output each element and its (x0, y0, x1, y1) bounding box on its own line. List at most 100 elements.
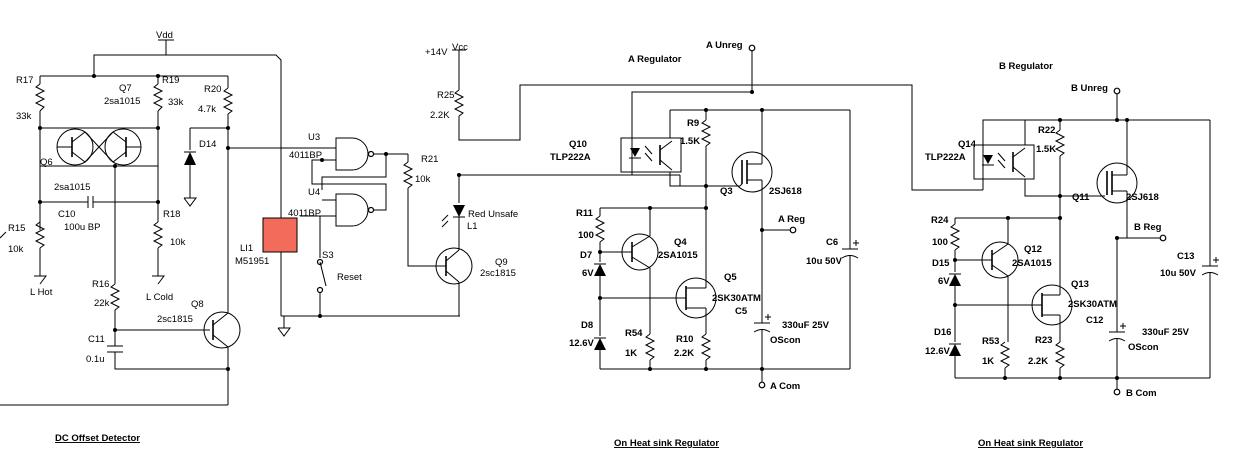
b-com-label: B Com (1126, 388, 1157, 399)
q14-part: TLP222A (925, 152, 966, 163)
b-regulator-title: B Regulator (999, 61, 1053, 72)
c5-type: OScon (770, 335, 801, 346)
d16-value: 12.6V (925, 346, 950, 357)
q8-ref: Q8 (191, 299, 204, 310)
q9-part: 2sc1815 (480, 268, 516, 279)
r16-value: 22k (94, 298, 110, 309)
q5-ref: Q5 (724, 272, 737, 283)
r17-ref: R17 (16, 75, 33, 86)
c12-value: 330uF 25V (1142, 327, 1190, 338)
b-unreg-label: B Unreg (1071, 83, 1108, 94)
u3-part: 4011BP (289, 150, 322, 161)
r11-value: 100 (578, 230, 594, 241)
u3-ref: U3 (308, 132, 320, 143)
dc-offset-caption: DC Offset Detector (55, 433, 140, 444)
r21-value: 10k (415, 174, 431, 185)
a-unreg-label: A Unreg (706, 40, 743, 51)
regulator-a-caption: On Heat sink Regulator (614, 438, 719, 449)
l1-ref: L1 (467, 221, 478, 232)
d7-ref: D7 (580, 250, 592, 261)
q7-part: 2sa1015 (104, 96, 140, 107)
r10-value: 2.2K (674, 348, 694, 359)
d15-ref: D15 (932, 258, 950, 269)
r20-ref: R20 (204, 84, 221, 95)
r18-ref: R18 (163, 209, 180, 220)
r10-ref: R10 (676, 334, 693, 345)
d8-value: 12.6V (569, 338, 594, 349)
c6-value: 10u 50V (806, 256, 843, 267)
d16-ref: D16 (934, 327, 951, 338)
r21-ref: R21 (421, 154, 438, 165)
r15-ref: R15 (8, 223, 25, 234)
q14-ref: Q14 (958, 139, 977, 150)
q11-part: 2SJ618 (1126, 192, 1159, 203)
r24-ref: R24 (931, 215, 949, 226)
r23-ref: R23 (1035, 335, 1052, 346)
r23-value: 2.2K (1028, 356, 1048, 367)
q4-ref: Q4 (674, 237, 687, 248)
li1-part: M51951 (235, 256, 269, 267)
r11-ref: R11 (576, 208, 594, 219)
regulator-b (949, 87, 1219, 396)
a-com-label: A Com (770, 381, 800, 392)
c11-value: 0.1u (86, 354, 105, 365)
c5-ref: C5 (735, 306, 748, 317)
u4-ref: U4 (308, 187, 320, 198)
regulator-b-caption: On Heat sink Regulator (978, 438, 1083, 449)
s3-label: Reset (337, 272, 362, 283)
vdd-label: Vdd (156, 30, 173, 41)
li1-ref: LI1 (240, 243, 253, 254)
u4-part: 4011BP (288, 208, 321, 219)
r9-value: 1.5K (680, 136, 700, 147)
q3-part: 2SJ618 (769, 186, 802, 197)
q5-part: 2SK30ATM (712, 293, 761, 304)
r19-ref: R19 (162, 75, 179, 86)
regulator-a (594, 44, 859, 389)
r25-value: 2.2K (430, 110, 450, 121)
c6-ref: C6 (826, 237, 838, 248)
c12-ref: C12 (1086, 315, 1103, 326)
q10-part: TLP222A (550, 152, 591, 163)
r17-value: 33k (16, 111, 32, 122)
r20-value: 4.7k (198, 104, 216, 115)
d15-value: 6V (938, 276, 950, 287)
c10-value: 100u BP (64, 222, 100, 233)
c13-value: 10u 50V (1160, 268, 1197, 279)
q9-ref: Q9 (495, 257, 508, 268)
q13-ref: Q13 (1071, 279, 1089, 290)
r54-ref: R54 (625, 328, 643, 339)
r15-value: 10k (8, 244, 24, 255)
s3-ref: S3 (322, 250, 334, 261)
c11-ref: C11 (88, 334, 105, 345)
q11-ref: Q11 (1072, 192, 1090, 203)
r24-value: 100 (932, 237, 948, 248)
q7-ref: Q7 (119, 83, 132, 94)
logic-section (228, 49, 983, 337)
a-reg-label: A Reg (778, 214, 805, 225)
c12-type: OScon (1128, 342, 1159, 353)
l-cold-label: L Cold (146, 292, 173, 303)
q4-part: 2SA1015 (658, 250, 698, 261)
dc-offset-detector (0, 39, 282, 406)
q8-part: 2sc1815 (157, 314, 193, 325)
d7-value: 6V (582, 268, 594, 279)
q6-ref: Q6 (40, 157, 53, 168)
v14-label: +14V (425, 47, 448, 58)
r53-value: 1K (982, 356, 994, 367)
led-label: Red Unsafe (468, 209, 518, 220)
q6-part: 2sa1015 (54, 182, 90, 193)
a-regulator-title: A Regulator (628, 54, 682, 65)
q12-ref: Q12 (1024, 244, 1042, 255)
q10-ref: Q10 (569, 139, 587, 150)
vcc-label: Vcc (452, 42, 468, 53)
c10-ref: C10 (58, 209, 75, 220)
l-hot-label: L Hot (30, 287, 53, 298)
r53-ref: R53 (982, 336, 999, 347)
c13-ref: C13 (1177, 251, 1194, 262)
r16-ref: R16 (92, 279, 109, 290)
r25-ref: R25 (437, 90, 454, 101)
q13-part: 2SK30ATM (1068, 299, 1117, 310)
r18-value: 10k (170, 237, 186, 248)
d14-ref: D14 (199, 139, 216, 150)
